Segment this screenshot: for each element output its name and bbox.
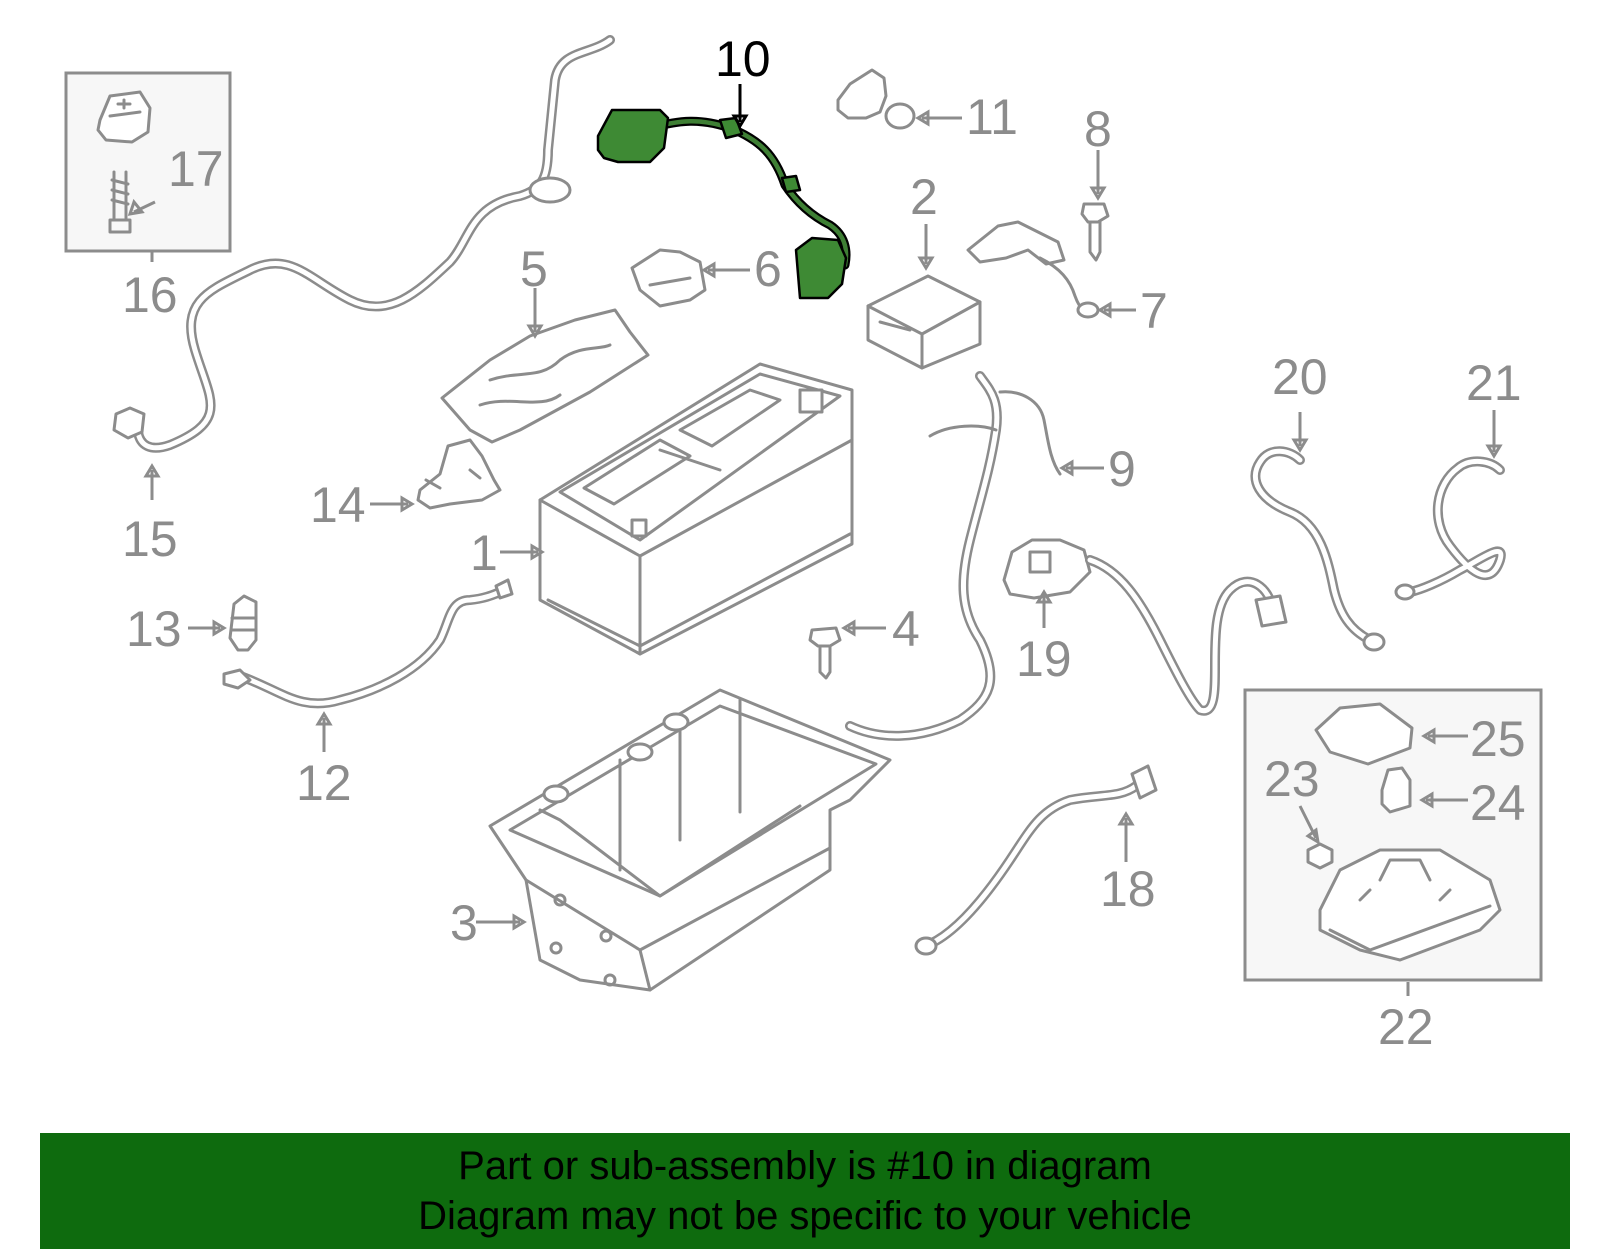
callout-22[interactable]: 22 <box>1378 999 1434 1055</box>
callout-5[interactable]: 5 <box>520 241 548 297</box>
part-7-bracket[interactable] <box>966 220 1100 319</box>
callout-17[interactable]: 17 <box>168 141 224 197</box>
part-4-bolt[interactable] <box>808 626 842 680</box>
callout-20[interactable]: 20 <box>1272 349 1328 405</box>
part-19-junction[interactable] <box>1002 538 1288 716</box>
callout-12[interactable]: 12 <box>296 755 352 811</box>
part-13-clip[interactable] <box>228 594 258 652</box>
callout-3[interactable]: 3 <box>450 895 478 951</box>
info-banner: Part or sub-assembly is #10 in diagram D… <box>40 1133 1570 1249</box>
callout-4[interactable]: 4 <box>892 601 920 657</box>
callout-24[interactable]: 24 <box>1470 775 1526 831</box>
callout-15[interactable]: 15 <box>122 511 178 567</box>
callout-19[interactable]: 19 <box>1016 631 1072 687</box>
callout-13[interactable]: 13 <box>126 601 182 657</box>
leader-lines <box>127 84 1503 996</box>
callout-labels: 10 17 16 15 5 6 11 2 8 7 9 1 14 13 12 4 … <box>122 31 1526 1055</box>
part-2-module[interactable] <box>866 274 982 370</box>
callout-23[interactable]: 23 <box>1264 751 1320 807</box>
part-5-cover[interactable] <box>440 308 650 444</box>
part-22-inset[interactable] <box>1243 688 1543 982</box>
callout-8[interactable]: 8 <box>1084 101 1112 157</box>
callout-1[interactable]: 1 <box>470 525 498 581</box>
callout-7[interactable]: 7 <box>1140 283 1168 339</box>
part-16-17-inset[interactable] <box>64 71 232 253</box>
parts-diagram: 10 17 16 15 5 6 11 2 8 7 9 1 14 13 12 4 … <box>64 31 1543 1055</box>
part-8-bolt[interactable] <box>1080 202 1110 262</box>
part-20-cable[interactable] <box>1250 446 1386 652</box>
part-11-clip[interactable] <box>836 68 916 130</box>
callout-25[interactable]: 25 <box>1470 711 1526 767</box>
part-12-ground-strap[interactable] <box>222 578 514 709</box>
part-15-cable[interactable] <box>112 35 615 453</box>
callout-14[interactable]: 14 <box>310 477 366 533</box>
part-9-wiring[interactable] <box>845 371 1062 741</box>
callout-6[interactable]: 6 <box>754 241 782 297</box>
banner-line-disclaimer: Diagram may not be specific to your vehi… <box>418 1194 1192 1238</box>
part-10-harness[interactable] <box>596 108 851 300</box>
callout-18[interactable]: 18 <box>1100 861 1156 917</box>
callout-2[interactable]: 2 <box>910 169 938 225</box>
part-3-tray[interactable] <box>488 688 892 992</box>
part-14-sensor[interactable] <box>416 438 502 510</box>
callout-16[interactable]: 16 <box>122 267 178 323</box>
part-6-bracket[interactable] <box>630 248 707 308</box>
callout-10[interactable]: 10 <box>715 31 771 87</box>
callout-11[interactable]: 11 <box>966 89 1018 145</box>
callout-9[interactable]: 9 <box>1108 441 1136 497</box>
part-18-cable[interactable] <box>914 764 1158 956</box>
part-1-battery[interactable] <box>538 362 854 656</box>
banner-line-part: Part or sub-assembly is #10 in diagram <box>458 1144 1152 1188</box>
callout-21[interactable]: 21 <box>1466 355 1522 411</box>
part-21-cable[interactable] <box>1394 456 1506 601</box>
